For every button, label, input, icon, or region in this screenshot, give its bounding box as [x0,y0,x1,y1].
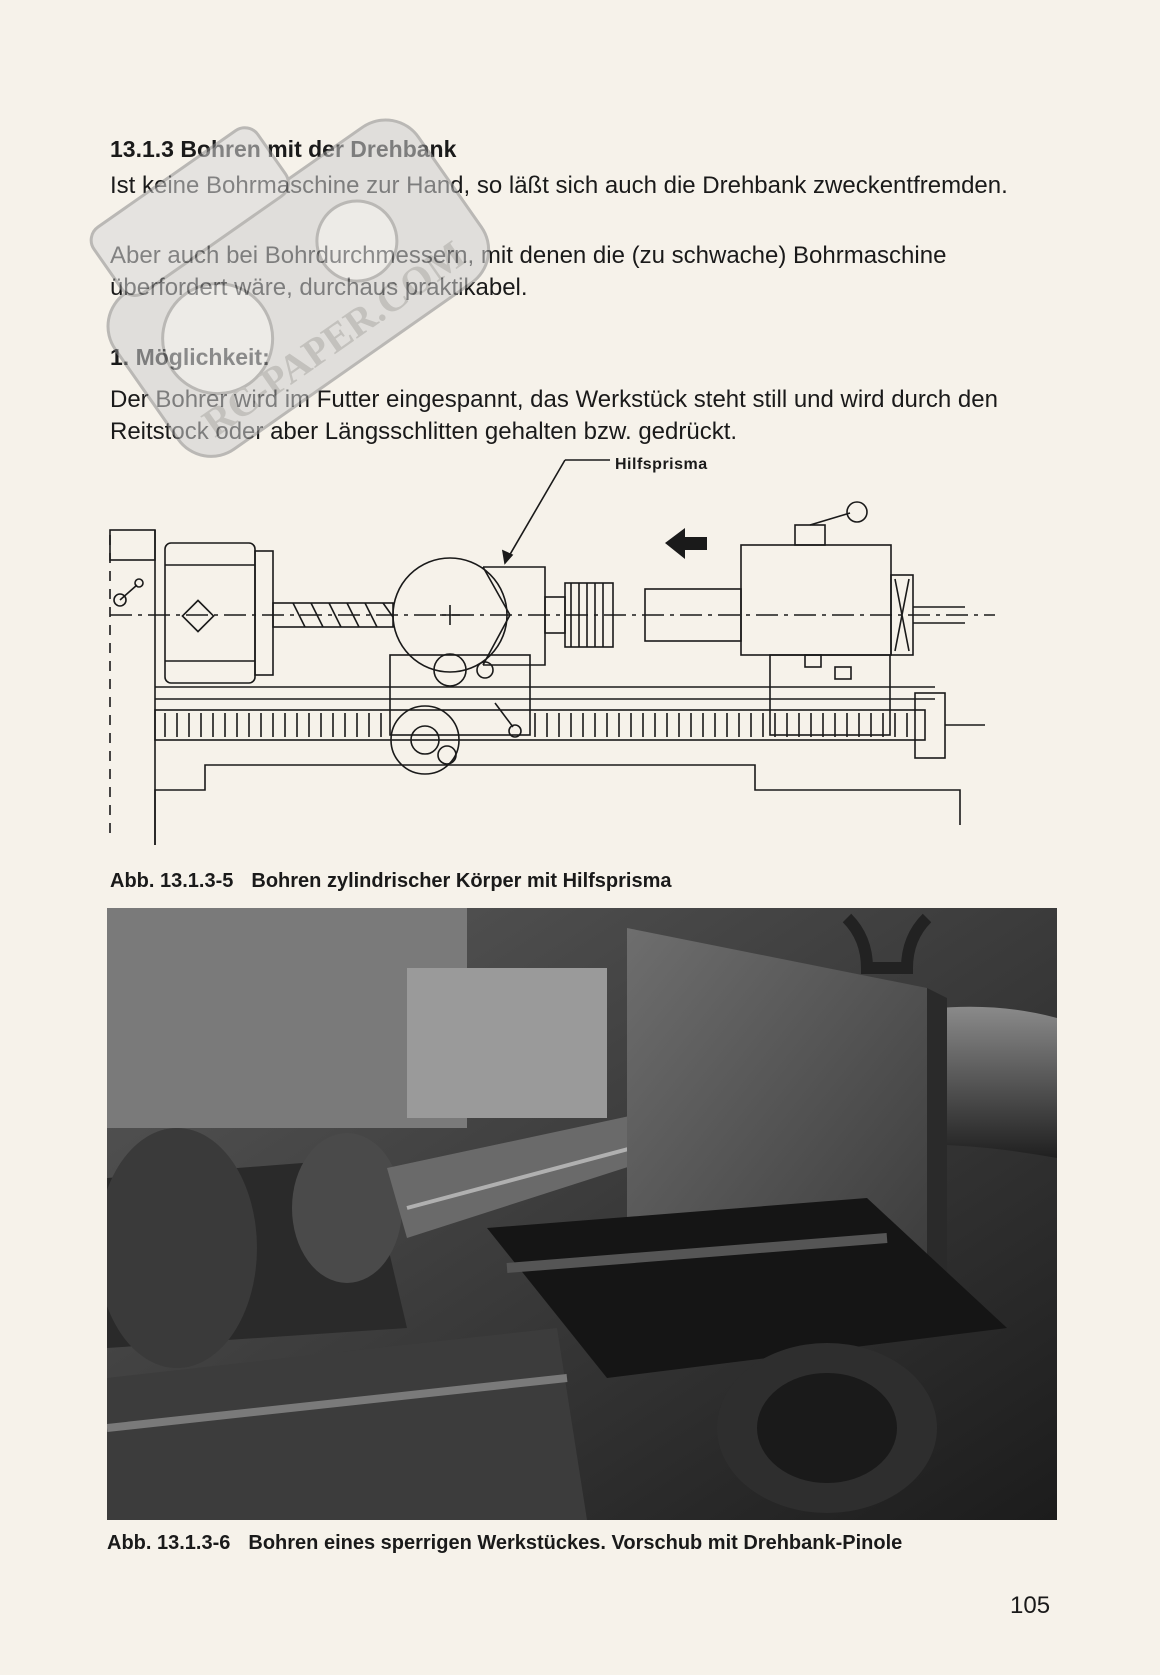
page-number: 105 [1010,1592,1051,1619]
lathe-drilling-drawing [109,459,995,845]
second-paragraph: Aber auch bei Bohrdurchmessern, mit dene… [110,242,947,301]
section-heading: 13.1.3 Bohren mit der Drehbank [110,136,457,162]
figure-2-caption-text: Bohren eines sperrigen Werkstückes. Vors… [248,1532,903,1554]
option-heading: 1. Möglichkeit: [110,344,270,370]
figure-2-caption-number: Abb. 13.1.3-6 [107,1532,231,1554]
lathe-drilling-photo [107,908,1057,1520]
intro-paragraph: Ist keine Bohrmaschine zur Hand, so läßt… [110,172,1008,199]
figure-1-caption-text: Bohren zylindrischer Körper mit Hilfspri… [251,870,672,892]
figure-1-caption-number: Abb. 13.1.3-5 [110,870,234,892]
hilfsprisma-callout-label: Hilfsprisma [615,456,708,473]
figure-2-caption: Abb. 13.1.3-6 Bohren eines sperrigen Werk… [107,1532,902,1555]
option-paragraph: Der Bohrer wird im Futter eingespannt, d… [110,386,998,445]
figure-1-caption: Abb. 13.1.3-5 Bohren zylindrischer Körper… [110,870,672,893]
